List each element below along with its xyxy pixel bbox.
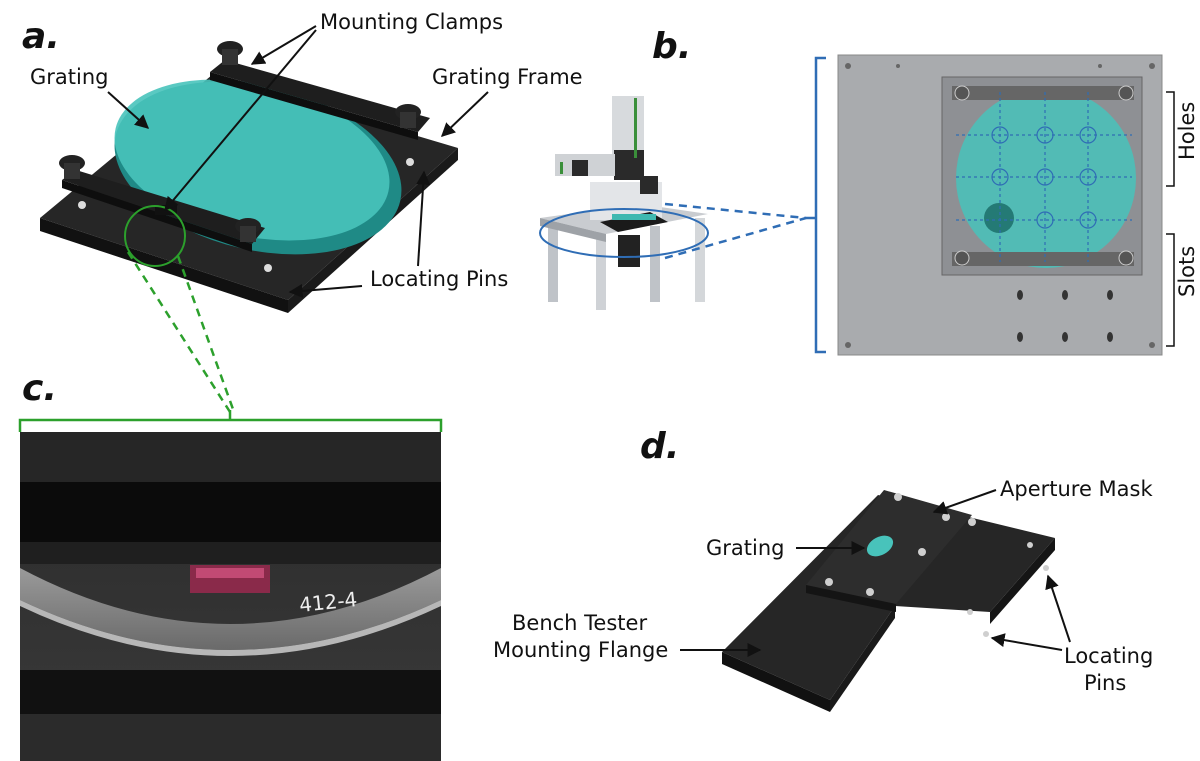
- panel-b: b.: [539, 26, 1199, 356]
- arrow-grating-a: [107, 91, 150, 129]
- panel-d-letter: d.: [640, 426, 679, 467]
- label-bench-tester-line2: Mounting Flange: [493, 638, 668, 662]
- zoom-connector-b: [664, 202, 807, 260]
- arrow-aperture-mask: [932, 489, 997, 515]
- label-mounting-clamps: Mounting Clamps: [320, 10, 503, 34]
- zoom-connector-a-to-c: [126, 251, 236, 413]
- blue-bracket: [806, 56, 826, 354]
- arrow-pin-d-right: [1045, 574, 1071, 643]
- zoom-circle: [124, 205, 186, 267]
- label-grating-frame: Grating Frame: [432, 65, 583, 89]
- label-aperture-mask: Aperture Mask: [1000, 477, 1153, 501]
- panel-a: a.: [22, 10, 583, 313]
- panel-b-letter: b.: [652, 26, 691, 67]
- label-grating-d: Grating: [706, 536, 784, 560]
- label-bench-tester-line1: Bench Tester: [512, 611, 647, 635]
- arrow-clamp-front: [164, 29, 317, 212]
- slots-bracket: [1166, 233, 1175, 347]
- bench-tester-machine: [540, 96, 708, 310]
- arrow-pin-d-front: [990, 633, 1063, 651]
- mounting-plate-topview: [837, 54, 1163, 356]
- label-holes: Holes: [1175, 102, 1199, 160]
- panel-c-letter: c.: [22, 368, 57, 409]
- green-bracket: [18, 410, 443, 432]
- panel-c: c. 412-4: [18, 368, 443, 761]
- label-grating-a: Grating: [30, 65, 108, 89]
- mounting-clamp-back: [210, 41, 430, 140]
- label-slots: Slots: [1175, 246, 1199, 297]
- grating-photo: 412-4: [20, 432, 441, 761]
- label-locating-pins-a: Locating Pins: [370, 267, 508, 291]
- mounting-flange-model: [722, 490, 1055, 712]
- arrow-clamp-back: [250, 25, 317, 65]
- label-locating-pins-d-line1: Locating: [1064, 644, 1153, 668]
- panel-d: d. Aperture Mask Grating Bench T: [493, 426, 1153, 712]
- bench-tester-highlight: [539, 208, 709, 258]
- arrow-pin-right: [416, 170, 431, 267]
- holes-bracket: [1166, 91, 1175, 187]
- label-locating-pins-d-line2: Pins: [1084, 671, 1126, 695]
- arrow-pin-front: [288, 283, 363, 298]
- arrow-grating-frame: [440, 91, 489, 137]
- panel-a-letter: a.: [22, 16, 60, 57]
- grating-edge: [20, 568, 441, 650]
